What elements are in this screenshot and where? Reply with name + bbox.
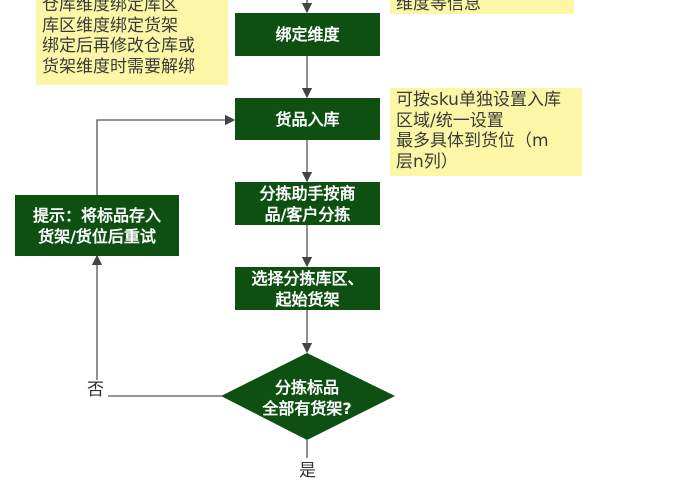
node-goods-inbound: 货品入库: [235, 98, 380, 140]
node-text: 货品入库: [275, 109, 340, 129]
node-text: 起始货架: [275, 289, 340, 309]
note-line: 货架维度时需要解绑: [42, 56, 195, 77]
node-text: 货架/货位后重试: [38, 226, 156, 246]
node-text: 分拣助手按商: [259, 183, 356, 203]
node-text: 选择分拣库区、: [251, 268, 364, 288]
decision-text-2: 全部有货架?: [261, 399, 351, 418]
note-line: 维度等信息: [396, 0, 481, 14]
note-bind-dimensions: 仓库维度绑定库区 库区维度绑定货架 绑定后再修改仓库或 货架维度时需要解绑: [36, 0, 228, 85]
note-line: 区域/统一设置: [396, 110, 504, 131]
label-no: 否: [87, 380, 104, 400]
node-text: 品/客户分拣: [264, 204, 351, 224]
node-text: 绑定维度: [275, 25, 340, 44]
note-line: 绑定后再修改仓库或: [42, 36, 195, 56]
node-text: 提示：将标品存入: [32, 205, 161, 225]
connectors: 分拣标品 全部有货架?: [91, 0, 395, 458]
decision-diamond: [221, 353, 395, 440]
note-line: 层n列）: [396, 151, 458, 172]
node-bind-dimensions: 绑定维度: [235, 13, 380, 56]
decision-text-1: 分拣标品: [275, 378, 339, 397]
note-line: 仓库维度绑定库区: [42, 0, 178, 15]
note-line: 可按sku单独设置入库: [396, 90, 561, 110]
note-line: 最多具体到货位（m: [396, 131, 549, 151]
label-yes: 是: [299, 461, 316, 481]
note-line: 库区维度绑定货架: [42, 15, 178, 36]
node-sorting-assistant: 分拣助手按商 品/客户分拣: [235, 182, 380, 225]
note-dimension-info: 维度等信息: [390, 0, 574, 14]
arrow-hint-to-inbound: [96, 114, 236, 195]
node-hint: 提示：将标品存入 货架/货位后重试: [15, 195, 179, 256]
node-select-area: 选择分拣库区、 起始货架: [235, 267, 380, 310]
note-inbound-area: 可按sku单独设置入库 区域/统一设置 最多具体到货位（m 层n列）: [390, 88, 582, 176]
